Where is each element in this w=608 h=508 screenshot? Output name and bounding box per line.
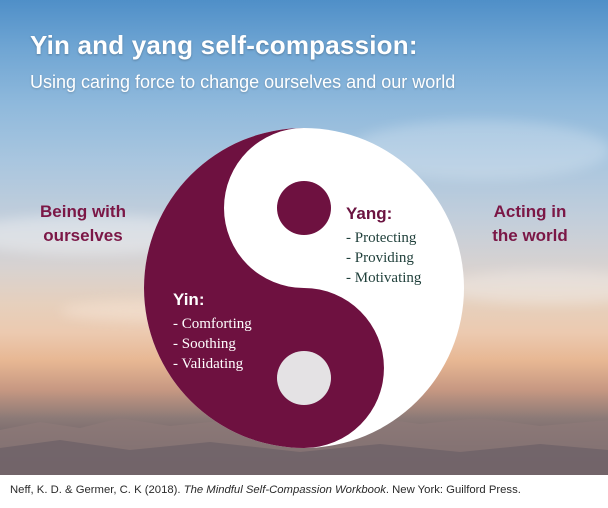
yang-item: Motivating bbox=[346, 268, 422, 288]
citation-authors: Neff, K. D. & Germer, C. K (2018). bbox=[10, 484, 184, 496]
right-label: Acting in the world bbox=[470, 200, 590, 248]
yang-list: Protecting Providing Motivating bbox=[346, 228, 422, 288]
left-label: Being with ourselves bbox=[18, 200, 148, 248]
right-label-line2: the world bbox=[492, 226, 568, 245]
right-label-line1: Acting in bbox=[493, 202, 567, 221]
yin-item: Soothing bbox=[173, 334, 252, 354]
citation: Neff, K. D. & Germer, C. K (2018). The M… bbox=[10, 484, 602, 496]
yang-dot bbox=[277, 181, 331, 235]
citation-publisher: . New York: Guilford Press. bbox=[385, 484, 521, 496]
yin-section: Yin: Comforting Soothing Validating bbox=[173, 290, 252, 374]
yang-item: Protecting bbox=[346, 228, 421, 248]
page-subtitle: Using caring force to change ourselves a… bbox=[30, 72, 456, 92]
page-title: Yin and yang self-compassion: bbox=[30, 30, 418, 60]
yin-dot bbox=[277, 351, 331, 405]
yin-item: Validating bbox=[173, 354, 252, 374]
yin-list: Comforting Soothing Validating bbox=[173, 314, 252, 374]
left-label-line1: Being with bbox=[40, 202, 126, 221]
yang-section: Yang: Protecting Providing Motivating bbox=[346, 204, 421, 288]
yang-item: Providing bbox=[346, 248, 421, 268]
yin-title: Yin: bbox=[173, 290, 205, 309]
citation-book-title: The Mindful Self-Compassion Workbook bbox=[183, 484, 386, 496]
yin-item: Comforting bbox=[173, 314, 252, 334]
yang-title: Yang: bbox=[346, 204, 393, 223]
cloud bbox=[440, 270, 608, 304]
left-label-line2: ourselves bbox=[43, 226, 123, 245]
yin-yang-icon bbox=[144, 128, 464, 448]
yin-yang-symbol bbox=[144, 128, 464, 448]
